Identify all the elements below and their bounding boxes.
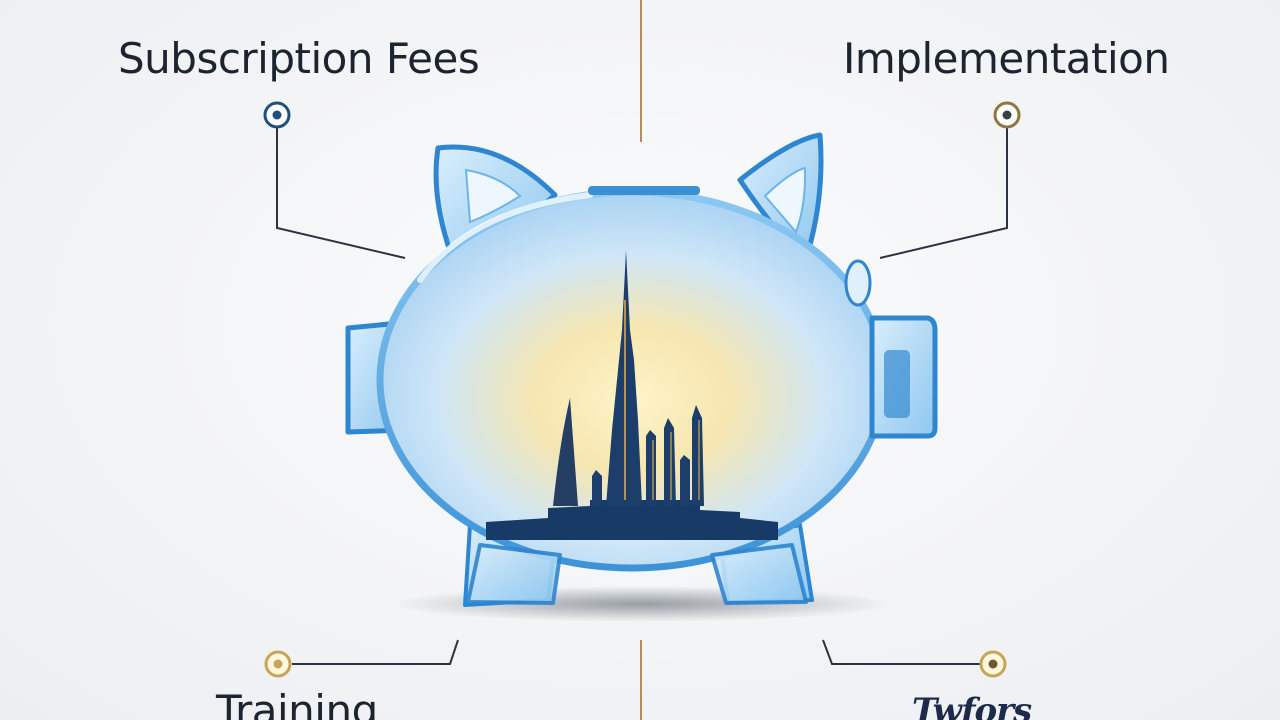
- connector-dot-icon: [993, 101, 1021, 129]
- connector-bottom-right: [822, 639, 980, 665]
- connector-dot-icon: [263, 101, 291, 129]
- connector-top-left: [276, 128, 406, 259]
- label-training: Training: [216, 686, 378, 720]
- label-subscription-fees: Subscription Fees: [118, 34, 480, 83]
- connector-dot-icon: [264, 650, 292, 678]
- connector-dot-icon: [979, 650, 1007, 678]
- connector-bottom-left: [292, 639, 459, 665]
- label-implementation: Implementation: [843, 34, 1170, 83]
- city-skyline-icon: [486, 250, 778, 540]
- label-bottom-right: Twfors: [912, 691, 1032, 720]
- connector-top-right: [879, 128, 1008, 259]
